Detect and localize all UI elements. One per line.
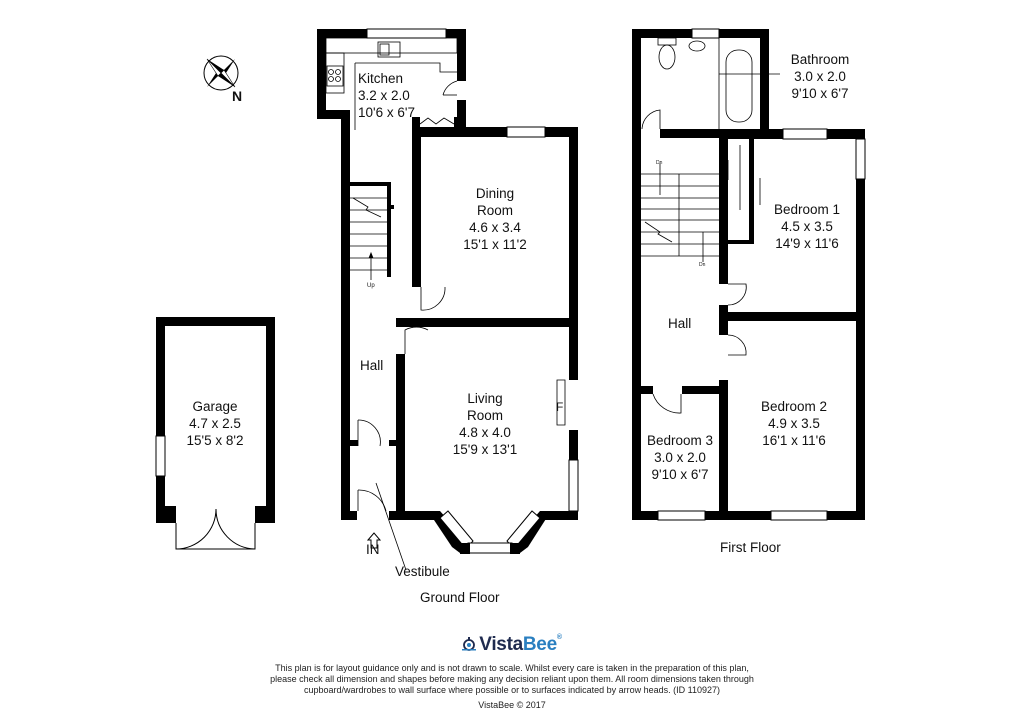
- stairs-down-label-2: Dn: [699, 262, 706, 268]
- room-metric: 3.2 x 2.0: [358, 88, 410, 103]
- room-imperial: 15'1 x 11'2: [463, 237, 527, 252]
- room-name: Dining: [475, 186, 515, 201]
- room-label-bathroom: Bathroom 3.0 x 2.0 9'10 x 6'7: [775, 51, 865, 102]
- disclaimer-line: please check all dimension and shapes be…: [270, 674, 754, 684]
- room-label-bedroom-1: Bedroom 1 4.5 x 3.5 14'9 x 11'6: [762, 201, 852, 252]
- room-label-bedroom-3: Bedroom 3 3.0 x 2.0 9'10 x 6'7: [641, 432, 719, 483]
- room-name: Room: [466, 408, 503, 423]
- room-name: Bedroom 1: [773, 202, 841, 217]
- brand-logo: VistaBee®: [0, 634, 1024, 656]
- room-imperial: 14'9 x 11'6: [775, 236, 839, 251]
- garage-walls: [156, 317, 275, 523]
- room-imperial: 16'1 x 11'6: [762, 433, 826, 448]
- room-label-living-room: Living Room 4.8 x 4.0 15'9 x 13'1: [440, 390, 530, 458]
- room-label-bedroom-2: Bedroom 2 4.9 x 3.5 16'1 x 11'6: [749, 398, 839, 449]
- room-metric: 4.9 x 3.5: [768, 416, 820, 431]
- room-metric: 4.6 x 3.4: [469, 220, 521, 235]
- room-metric: 4.7 x 2.5: [189, 416, 241, 431]
- entrance-arrow-icon: [366, 532, 382, 549]
- room-imperial: 15'5 x 8'2: [186, 433, 244, 448]
- first-floor-windows: [657, 28, 866, 521]
- room-name: Room: [476, 203, 513, 218]
- fireplace-label: F: [556, 400, 564, 414]
- room-imperial: 10'6 x 6'7: [358, 105, 415, 120]
- room-name: Bathroom: [790, 52, 850, 67]
- copyright-text: VistaBee © 2017: [478, 700, 546, 710]
- bay-window: [439, 510, 541, 554]
- ground-floor-title: Ground Floor: [420, 590, 500, 605]
- first-floor-walls: [632, 29, 865, 520]
- kitchen-fittings: [325, 37, 458, 130]
- first-floor-title: First Floor: [720, 540, 781, 555]
- brand-name-part2: Bee: [522, 634, 557, 655]
- garage-window: [155, 435, 166, 477]
- room-name: Kitchen: [358, 71, 404, 86]
- entrance-label: IN: [366, 542, 380, 557]
- disclaimer-line: This plan is for layout guidance only an…: [275, 663, 749, 673]
- room-metric: 3.0 x 2.0: [794, 69, 846, 84]
- ground-windows: [366, 28, 579, 512]
- stairs-down-label-1: Dn: [656, 160, 663, 166]
- room-metric: 4.8 x 4.0: [459, 425, 511, 440]
- ground-floor-walls: [317, 29, 578, 553]
- room-metric: 3.0 x 2.0: [654, 450, 706, 465]
- room-imperial: 9'10 x 6'7: [791, 86, 849, 101]
- room-name: Bedroom 2: [760, 399, 828, 414]
- compass-rose-icon: [203, 55, 239, 91]
- brand-name-part1: Vista: [479, 634, 523, 655]
- registered-mark: ®: [556, 634, 562, 641]
- first-floor-stairs: [641, 145, 761, 262]
- room-metric: 4.5 x 3.5: [781, 219, 833, 234]
- compass-north-label: N: [232, 88, 243, 104]
- stairs-up-label: Up: [367, 283, 375, 289]
- room-imperial: 9'10 x 6'7: [651, 467, 709, 482]
- bee-logo-icon: [462, 637, 477, 651]
- ground-stairs: [350, 197, 387, 280]
- disclaimer-text: This plan is for layout guidance only an…: [0, 663, 1024, 696]
- garage-doors: [175, 508, 256, 550]
- first-floor-doors: [652, 283, 747, 414]
- room-imperial: 15'9 x 13'1: [452, 442, 518, 457]
- room-name: Garage: [192, 399, 238, 414]
- room-name: Bedroom 3: [646, 433, 714, 448]
- room-label-ground-hall: Hall: [360, 358, 384, 373]
- room-label-kitchen: Kitchen 3.2 x 2.0 10'6 x 6'7: [358, 70, 415, 121]
- ground-doors: [357, 286, 566, 571]
- room-label-dining-room: Dining Room 4.6 x 3.4 15'1 x 11'2: [450, 185, 540, 253]
- room-name: Living: [467, 391, 503, 406]
- room-label-vestibule: Vestibule: [395, 564, 450, 579]
- room-label-first-hall: Hall: [668, 316, 692, 331]
- bathroom-fittings: [641, 37, 780, 130]
- disclaimer-line: cupboard/wardrobes to wall surface where…: [303, 685, 721, 695]
- room-label-garage: Garage 4.7 x 2.5 15'5 x 8'2: [170, 398, 260, 449]
